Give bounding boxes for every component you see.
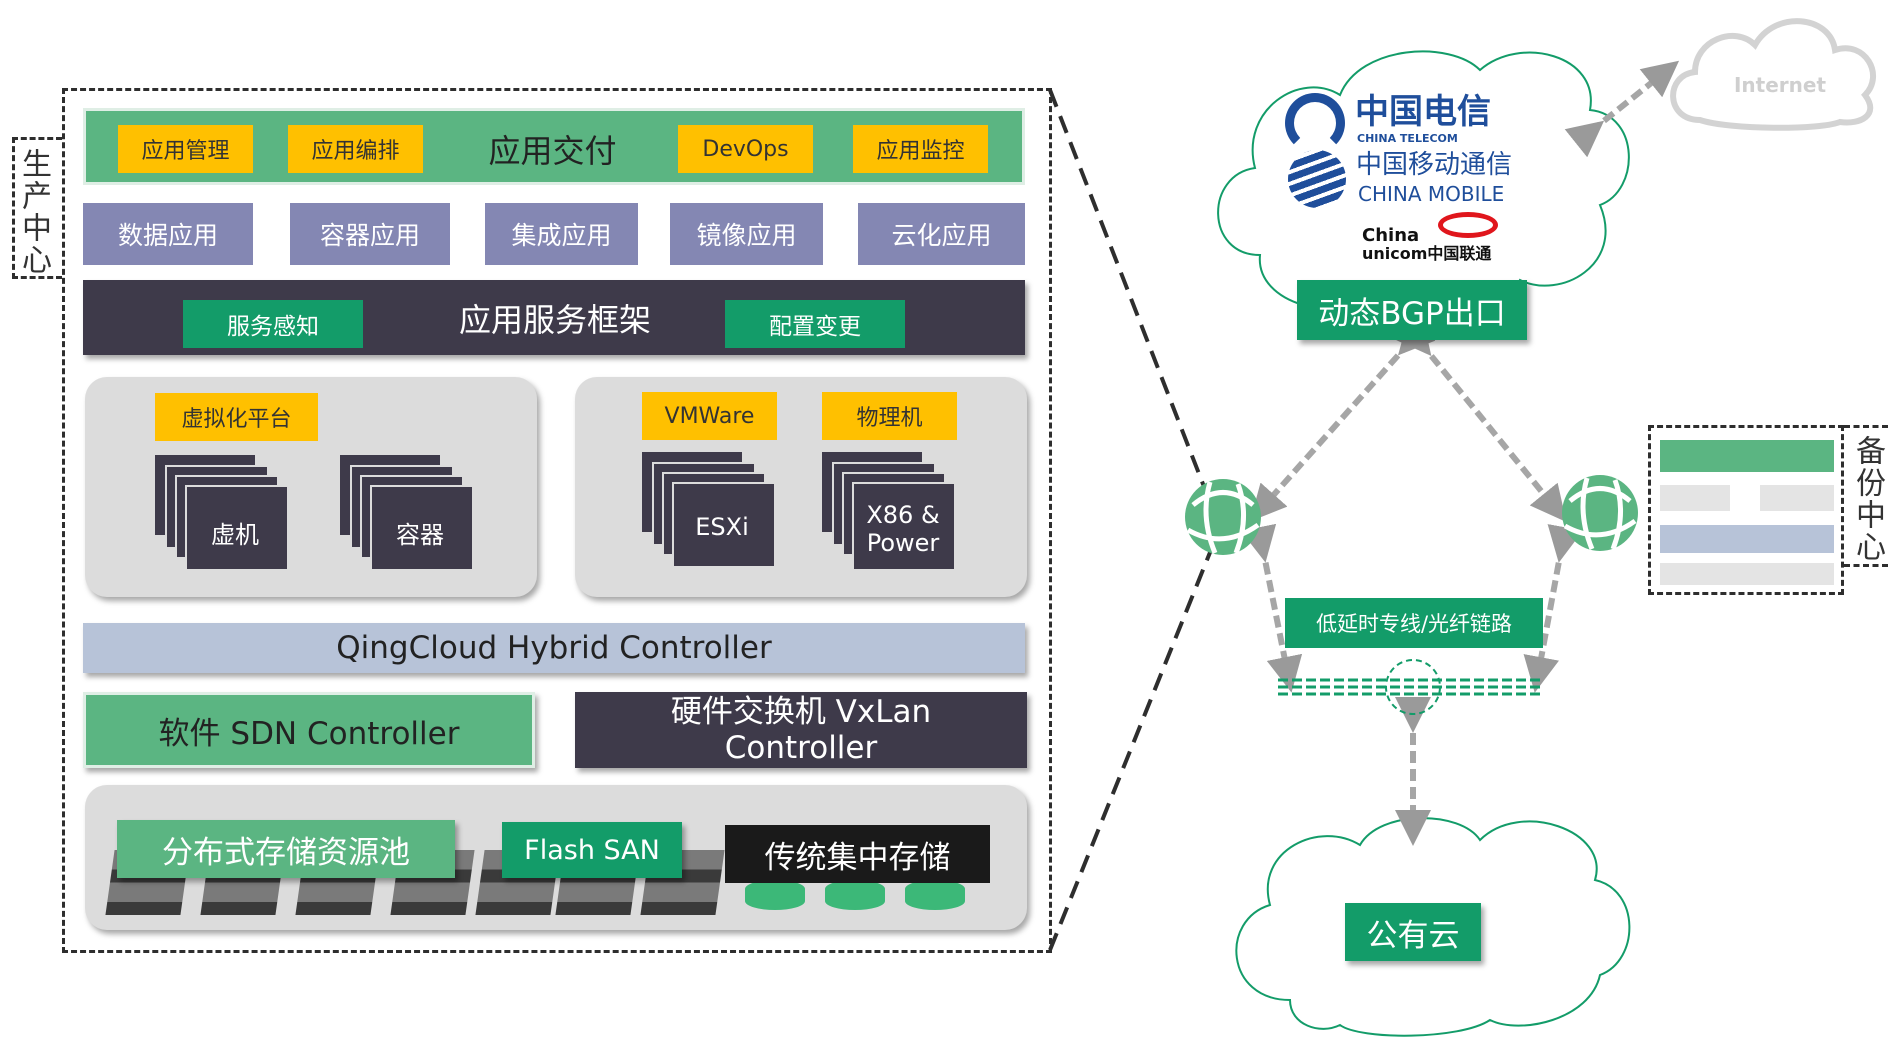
internet-arrow [1564, 60, 1680, 158]
china-telecom-name: 中国电信 [1355, 92, 1491, 132]
backup-center-frame [1648, 425, 1844, 595]
china-mobile-en: CHINA MOBILE [1358, 182, 1505, 206]
backup-layer-block [1660, 485, 1730, 511]
hybrid-controller-bar: QingCloud Hybrid Controller [83, 623, 1025, 673]
app-tile-image[interactable]: 镜像应用 [670, 203, 823, 265]
bgp-left-arrow [1250, 316, 1436, 522]
backup-center-label: 备份中心 [1850, 435, 1885, 563]
x86-label-line2: Power [866, 529, 940, 557]
dedicated-line-junction [1385, 659, 1441, 715]
app-tile-cloud[interactable]: 云化应用 [858, 203, 1025, 265]
zoom-line-top [1048, 89, 1217, 516]
backup-layer-controller [1660, 525, 1834, 553]
globe-icon-left [1185, 479, 1261, 555]
container-stack: 容器 [340, 455, 475, 570]
server-icons-row [105, 850, 895, 920]
app-monitoring-button[interactable]: 应用监控 [853, 125, 988, 173]
globe-icon-right [1562, 475, 1638, 551]
left-line-arrow [1240, 523, 1303, 693]
vmware-tag: VMWare [642, 392, 777, 440]
vxlan-controller-box: 硬件交换机 VxLan Controller [575, 692, 1027, 768]
app-management-button[interactable]: 应用管理 [118, 125, 253, 173]
public-cloud-box: 公有云 [1345, 903, 1481, 961]
app-delivery-title: 应用交付 [488, 132, 617, 170]
config-change-button[interactable]: 配置变更 [725, 300, 905, 348]
production-center-label: 生产中心 [16, 148, 51, 276]
backup-center-label-box [1844, 425, 1888, 567]
disk-icon [745, 880, 805, 910]
china-telecom-logo-icon [1285, 93, 1345, 153]
vxlan-controller-line2: Controller [724, 730, 878, 766]
internet-label: Internet [1733, 73, 1827, 97]
sdn-controller-box: 软件 SDN Controller [83, 692, 535, 768]
vm-label: 虚机 [211, 521, 259, 549]
x86-label-line1: X86 & [866, 501, 940, 529]
zoom-line-bottom [1048, 539, 1217, 951]
esxi-label: ESXi [695, 513, 749, 541]
traditional-storage-box: 传统集中存储 [725, 825, 990, 883]
app-tile-container[interactable]: 容器应用 [290, 203, 450, 265]
backup-layer-top [1660, 440, 1834, 472]
backup-layer-storage [1660, 563, 1834, 585]
x86-stack: X86 & Power [822, 452, 957, 570]
backup-layer-block [1760, 485, 1834, 511]
x86-label: X86 & Power [848, 494, 958, 564]
esxi-stack: ESXi [642, 452, 777, 567]
distributed-storage-box: 分布式存储资源池 [117, 820, 455, 878]
app-orchestration-button[interactable]: 应用编排 [288, 125, 423, 173]
bgp-exit-box: 动态BGP出口 [1297, 280, 1527, 340]
bgp-right-arrow [1394, 316, 1567, 522]
china-unicom-line1: China [1362, 225, 1420, 246]
china-unicom-logo-icon [1438, 212, 1498, 238]
flash-san-box: Flash SAN [502, 822, 682, 878]
service-awareness-button[interactable]: 服务感知 [183, 300, 363, 348]
china-telecom-en: CHINA TELECOM [1357, 132, 1458, 145]
devops-button[interactable]: DevOps [678, 125, 813, 173]
china-mobile-logo-icon [1288, 150, 1346, 208]
right-line-arrow [1523, 524, 1583, 693]
disk-icon [825, 880, 885, 910]
internet-cloud [1670, 18, 1877, 131]
china-unicom-line2: unicom中国联通 [1362, 244, 1492, 263]
production-center-frame [62, 88, 1052, 953]
dedicated-line-strokes [1278, 678, 1540, 696]
disk-icon [905, 880, 965, 910]
china-mobile-name: 中国移动通信 [1356, 150, 1513, 180]
app-tile-data[interactable]: 数据应用 [83, 203, 253, 265]
production-center-label-box [12, 137, 62, 279]
dedicated-line-label: 低延时专线/光纤链路 [1285, 598, 1543, 648]
container-label: 容器 [396, 521, 444, 549]
app-tile-integration[interactable]: 集成应用 [485, 203, 638, 265]
service-framework-title: 应用服务框架 [458, 301, 651, 339]
physical-machine-tag: 物理机 [822, 392, 957, 440]
vm-stack: 虚机 [155, 455, 290, 570]
virtualization-platform-tag: 虚拟化平台 [155, 393, 318, 441]
vxlan-controller-line1: 硬件交换机 VxLan [670, 694, 932, 730]
